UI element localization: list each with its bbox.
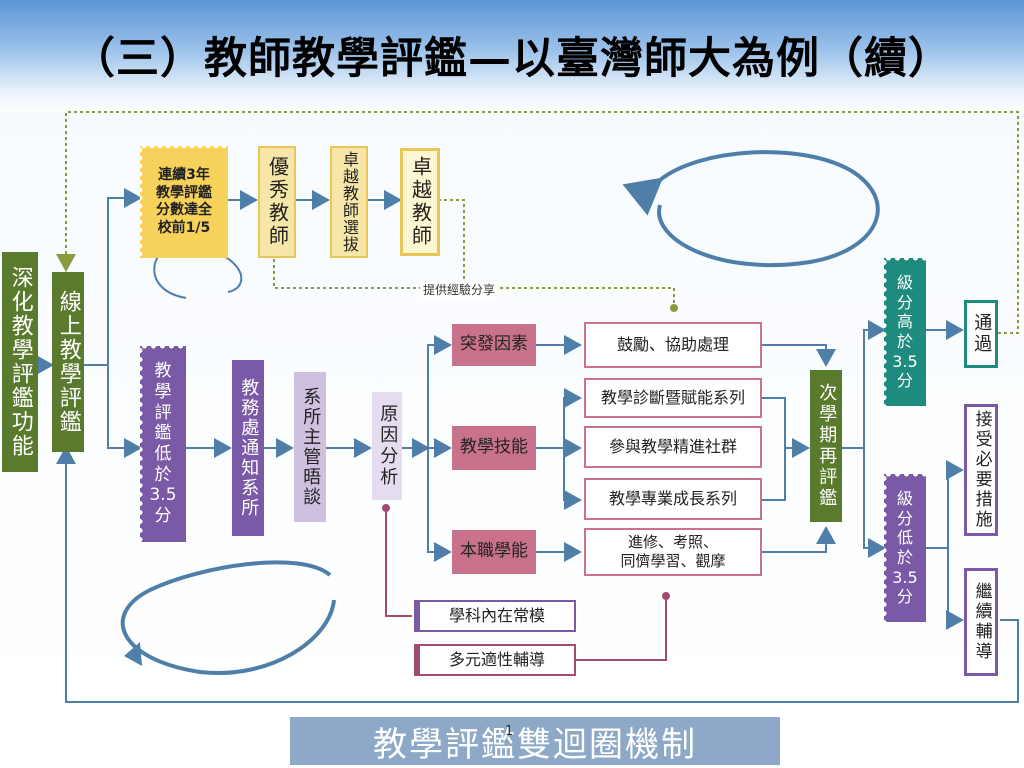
community-box: 參與教學精進社群: [584, 426, 762, 468]
slide-title: （三）教師教學評鑑—以臺灣師大為例（續）: [72, 34, 952, 84]
footer-label: 教學評鑑雙迴圈機制: [373, 724, 697, 765]
low2-char-6: 分: [896, 587, 913, 607]
high-char-5: 3.5: [892, 351, 918, 371]
counsel-box: 多元適性輔導: [414, 644, 576, 676]
outstanding-teacher-box: 卓越教師: [400, 148, 440, 256]
low-score-2-box: 級 分 低 於 3.5 分: [884, 474, 926, 622]
study-line-1: 進修、考照、: [627, 533, 718, 552]
deepen-box: 深化教學評鑑功能: [2, 252, 38, 472]
teaching-skill-box: 教學技能: [452, 426, 536, 470]
consecutive-top-box: 連續3年 教學評鑑 分數達全 校前1/5: [140, 146, 228, 258]
low2-char-2: 分: [896, 508, 913, 528]
excellent-teacher-label: 優秀教師: [265, 156, 290, 248]
consecutive-line-3: 分數達全: [156, 202, 212, 218]
continue-label: 繼續輔導: [971, 582, 992, 662]
selection-box: 卓越教師選拔: [330, 146, 368, 258]
community-label: 參與教學精進社群: [608, 437, 737, 456]
dot-share: [670, 304, 678, 312]
diagnosis-label: 教學診斷暨賦能系列: [600, 388, 745, 407]
re-eval-box: 次學期再評鑑: [810, 370, 842, 522]
high-score-box: 級 分 高 於 3.5 分: [884, 258, 926, 406]
footer-banner: 教學評鑑雙迴圈機制: [290, 717, 780, 765]
high-char-3: 高: [896, 312, 913, 332]
academic-affairs-label: 教務處通知系所: [238, 378, 260, 518]
measures-box: 接受必要措施: [964, 404, 998, 536]
high-char-2: 分: [896, 292, 913, 312]
measures-label: 接受必要措施: [971, 410, 992, 530]
consecutive-line-2: 教學評鑑: [156, 184, 212, 201]
cause-label: 原因分析: [377, 404, 399, 488]
dot-cause: [382, 504, 390, 512]
discipline-box: 學科內在常模: [414, 600, 576, 632]
online-eval-box: 線上教學評鑑: [52, 272, 84, 452]
encourage-box: 鼓勵、協助處理: [584, 322, 762, 368]
low2-char-5: 3.5: [892, 567, 918, 587]
encourage-label: 鼓勵、協助處理: [616, 335, 729, 354]
pass-label: 通過: [971, 313, 993, 355]
growth-box: 教學專業成長系列: [584, 478, 762, 520]
low-score-char-6: 於: [154, 464, 172, 485]
low-score-char-1: 教: [154, 361, 172, 382]
online-eval-label: 線上教學評鑑: [55, 290, 81, 434]
teaching-skill-label: 教學技能: [460, 437, 528, 458]
subject-box: 本職學能: [452, 530, 536, 574]
page-number: 1: [505, 724, 514, 739]
diagnosis-box: 教學診斷暨賦能系列: [584, 378, 762, 418]
selection-label: 卓越教師選拔: [340, 151, 359, 253]
dept-chair-box: 系所主管晤談: [294, 372, 326, 522]
subject-label: 本職學能: [460, 541, 528, 562]
counsel-label: 多元適性輔導: [448, 650, 545, 669]
high-char-4: 於: [896, 332, 913, 351]
cause-box: 原因分析: [372, 392, 402, 500]
low2-char-3: 低: [896, 528, 913, 548]
study-box: 進修、考照、 同儕學習、觀摩: [584, 528, 762, 576]
loop-arrowhead: [124, 642, 142, 666]
sudden-label: 突發因素: [460, 334, 528, 355]
deepen-label: 深化教學評鑑功能: [7, 266, 33, 458]
low-score-char-2: 學: [154, 381, 172, 402]
low-score-box: 教 學 評 鑑 低 於 3.5 分: [140, 346, 186, 542]
low2-char-4: 於: [896, 548, 913, 567]
sudden-box: 突發因素: [452, 324, 536, 366]
excellent-teacher-box: 優秀教師: [258, 146, 296, 258]
discipline-label: 學科內在常模: [448, 606, 545, 625]
dot-study: [662, 592, 670, 600]
academic-affairs-box: 教務處通知系所: [232, 360, 264, 536]
low2-char-1: 級: [896, 489, 913, 509]
high-char-6: 分: [896, 371, 913, 391]
growth-label: 教學專業成長系列: [608, 489, 737, 508]
title-band: [0, 0, 1024, 112]
consecutive-line-1: 連續3年: [158, 167, 210, 183]
high-char-1: 級: [896, 273, 913, 293]
consecutive-line-4: 校前1/5: [157, 219, 211, 236]
low-score-char-5: 低: [154, 444, 172, 464]
low-score-char-3: 評: [154, 402, 172, 423]
pass-box: 通過: [964, 300, 998, 368]
continue-box: 繼續輔導: [964, 568, 998, 676]
re-eval-label: 次學期再評鑑: [816, 383, 838, 509]
dept-chair-label: 系所主管晤談: [300, 387, 322, 507]
low-score-char-4: 鑑: [154, 423, 172, 444]
low-score-char-7: 3.5: [149, 485, 177, 506]
low-score-char-8: 分: [154, 506, 172, 527]
study-line-2: 同儕學習、觀摩: [620, 552, 726, 570]
outstanding-teacher-label: 卓越教師: [408, 156, 433, 248]
share-experience-label: 提供經驗分享: [420, 281, 499, 298]
